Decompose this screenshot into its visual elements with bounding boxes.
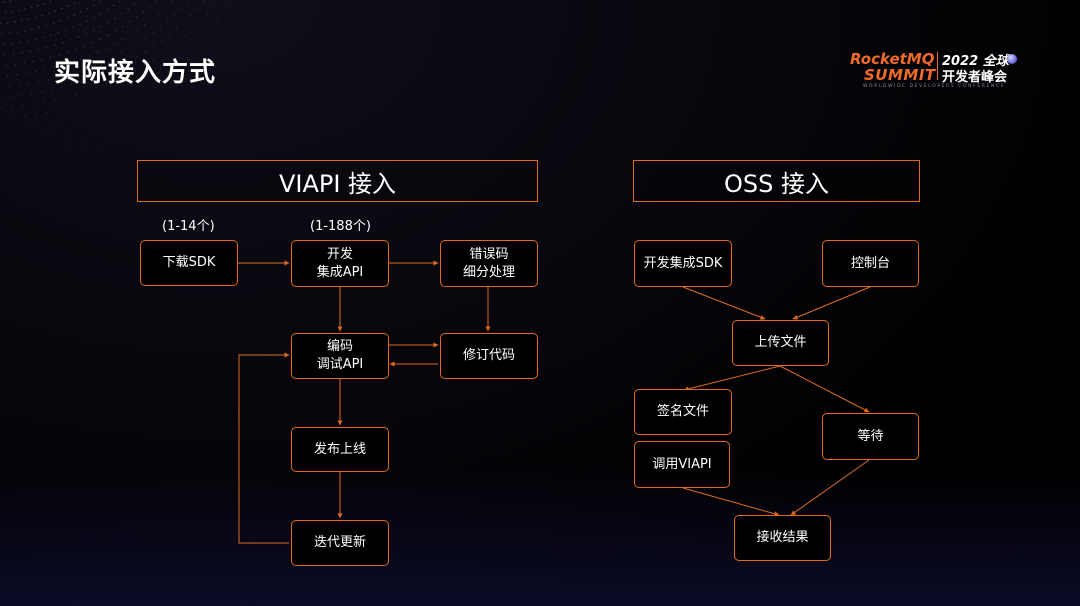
logo-brand-line2: SUMMIT bbox=[864, 66, 936, 84]
slide-title: 实际接入方式 bbox=[54, 58, 217, 88]
planet-icon bbox=[1007, 54, 1017, 64]
node-fix-code: 修订代码 bbox=[440, 333, 538, 379]
node-download-sdk: 下载SDK bbox=[140, 240, 238, 286]
edge-wait-to-receive bbox=[790, 459, 870, 516]
edge-iterate-loop-back bbox=[238, 352, 290, 544]
viapi-sdk-count-note: (1-14个) bbox=[162, 219, 215, 234]
logo-brand-line1: RocketMQ bbox=[850, 50, 935, 68]
node-upload-file: 上传文件 bbox=[732, 320, 829, 366]
edge-console-to-upload bbox=[792, 286, 871, 320]
node-release: 发布上线 bbox=[291, 427, 389, 472]
logo-divider bbox=[937, 52, 938, 80]
node-console: 控制台 bbox=[822, 240, 919, 287]
logo-tagline: WORLDWIDE DEVELOPERS CONFERENCE bbox=[863, 84, 1006, 89]
edge-sdk-to-upload bbox=[682, 286, 766, 320]
oss-header: OSS 接入 bbox=[633, 160, 920, 202]
node-call-viapi: 调用VIAPI bbox=[634, 441, 730, 488]
viapi-header: VIAPI 接入 bbox=[137, 160, 538, 202]
edge-upload-to-wait bbox=[779, 365, 870, 413]
node-develop-integrate-api: 开发 集成API bbox=[291, 240, 389, 287]
node-wait: 等待 bbox=[822, 413, 919, 460]
node-iterate-update: 迭代更新 bbox=[291, 520, 389, 566]
edge-upload-to-sign bbox=[683, 365, 781, 392]
event-logo: RocketMQ SUMMIT 2022 全球 开发者峰会 WORLDWIDE … bbox=[850, 47, 1025, 92]
viapi-api-count-note: (1-188个) bbox=[310, 219, 371, 234]
node-coding-debug-api: 编码 调试API bbox=[291, 333, 389, 379]
background-glow bbox=[0, 466, 1080, 606]
node-error-code-handling: 错误码 细分处理 bbox=[440, 240, 538, 287]
node-sign-file: 签名文件 bbox=[634, 389, 732, 435]
node-receive-result: 接收结果 bbox=[734, 515, 831, 561]
logo-event-line: 开发者峰会 bbox=[942, 70, 1008, 85]
edge-call-to-receive bbox=[682, 487, 780, 517]
node-develop-integrate-sdk: 开发集成SDK bbox=[634, 240, 732, 287]
logo-year-line: 2022 全球 bbox=[942, 54, 1009, 69]
dot-pattern-decoration bbox=[0, 0, 288, 161]
